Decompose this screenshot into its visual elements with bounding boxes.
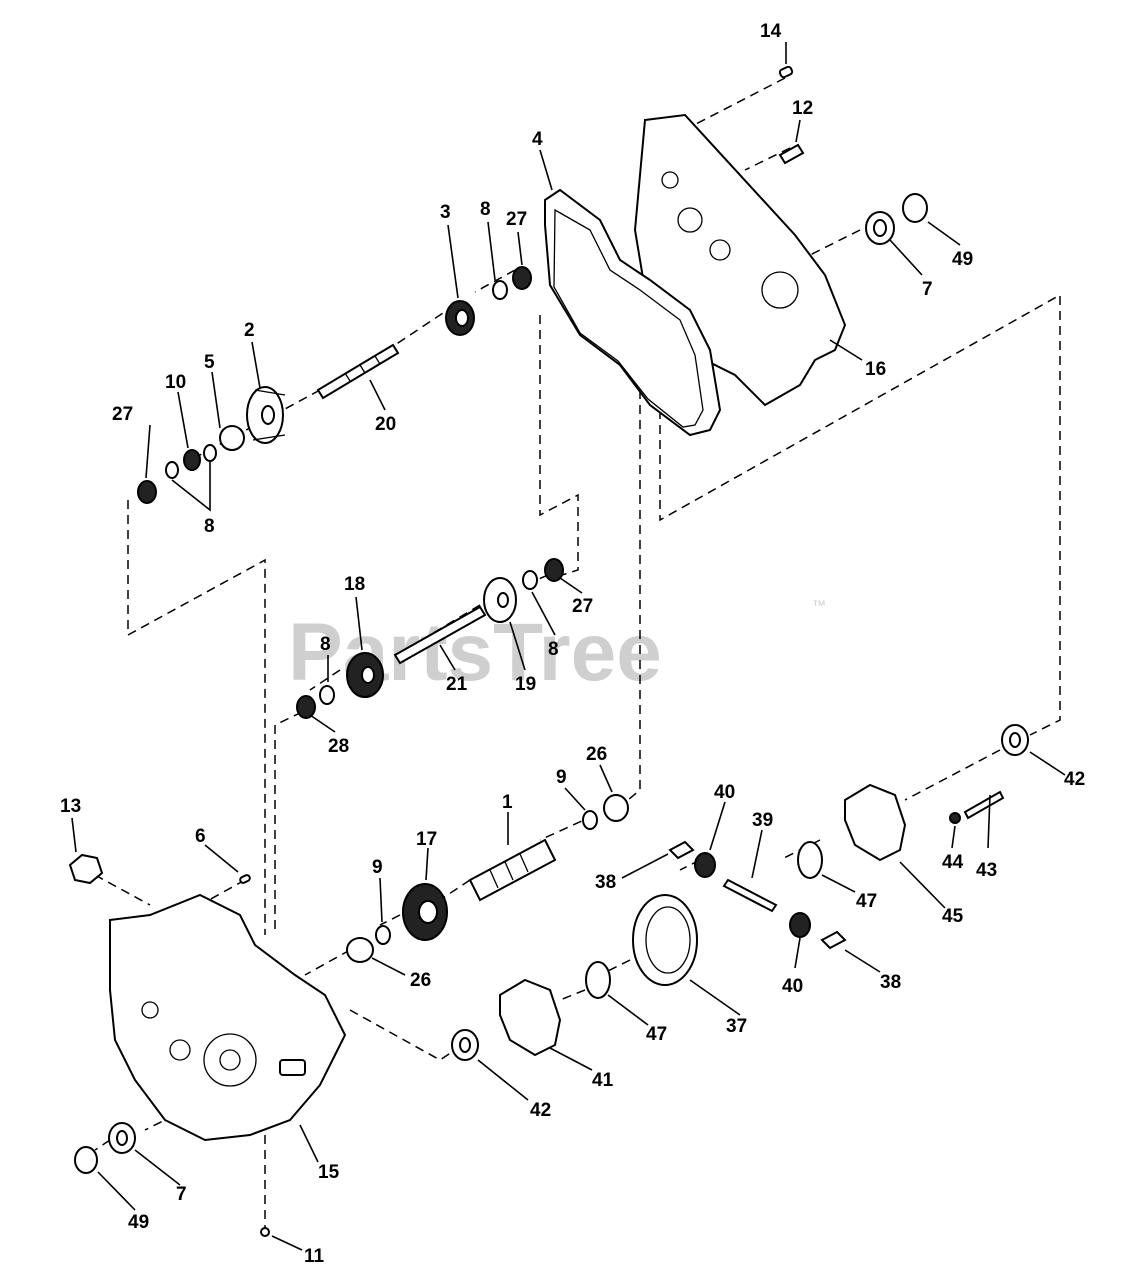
callout-40: 40 — [782, 976, 803, 997]
callout-47: 47 — [646, 1024, 667, 1045]
callout-7: 7 — [176, 1184, 187, 1205]
callout-11: 11 — [304, 1246, 325, 1267]
callout-27: 27 — [112, 404, 133, 425]
callout-47: 47 — [856, 891, 877, 912]
callout-26: 26 — [586, 744, 607, 765]
callout-8: 8 — [320, 634, 331, 655]
callout-41: 41 — [592, 1070, 614, 1091]
callout-17: 17 — [416, 829, 437, 850]
assembly-lines — [94, 77, 1061, 1230]
callout-28: 28 — [328, 736, 349, 757]
callout-4: 4 — [532, 129, 543, 150]
callout-18: 18 — [344, 574, 365, 595]
callout-27: 27 — [572, 596, 593, 617]
leader-lines — [71, 42, 1066, 1251]
callout-15: 15 — [318, 1162, 340, 1183]
callout-8: 8 — [204, 516, 215, 537]
callout-38: 38 — [880, 972, 901, 993]
callout-8: 8 — [548, 639, 559, 660]
callout-27: 27 — [506, 209, 527, 230]
callout-9: 9 — [556, 767, 567, 788]
callout-3: 3 — [440, 202, 451, 223]
callout-44: 44 — [942, 852, 964, 873]
callout-13: 13 — [60, 796, 81, 817]
callout-labels: 14 12 4 3 8 27 49 7 16 2 10 5 27 20 8 18… — [60, 21, 1085, 1267]
callout-8: 8 — [480, 199, 491, 220]
callout-40: 40 — [714, 782, 735, 803]
callout-12: 12 — [792, 98, 813, 119]
callout-6: 6 — [195, 826, 206, 847]
callout-9: 9 — [372, 857, 383, 878]
callout-19: 19 — [515, 674, 536, 695]
callout-20: 20 — [375, 414, 396, 435]
callout-2: 2 — [244, 320, 255, 341]
watermark-trademark: ™ — [812, 597, 826, 613]
callout-38: 38 — [595, 872, 616, 893]
callout-43: 43 — [976, 860, 997, 881]
callout-39: 39 — [752, 810, 773, 831]
callout-37: 37 — [726, 1016, 747, 1037]
callout-16: 16 — [865, 359, 886, 380]
callout-42: 42 — [1064, 769, 1085, 790]
callout-7: 7 — [922, 279, 933, 300]
callout-42: 42 — [530, 1100, 551, 1121]
callout-14: 14 — [760, 21, 782, 42]
callout-26: 26 — [410, 970, 431, 991]
callout-49: 49 — [128, 1212, 149, 1233]
callout-1: 1 — [502, 792, 513, 813]
callout-45: 45 — [942, 906, 964, 927]
callout-49: 49 — [952, 249, 973, 270]
parts — [68, 65, 1029, 1237]
callout-21: 21 — [446, 674, 468, 695]
callout-5: 5 — [204, 352, 215, 373]
callout-10: 10 — [165, 372, 186, 393]
